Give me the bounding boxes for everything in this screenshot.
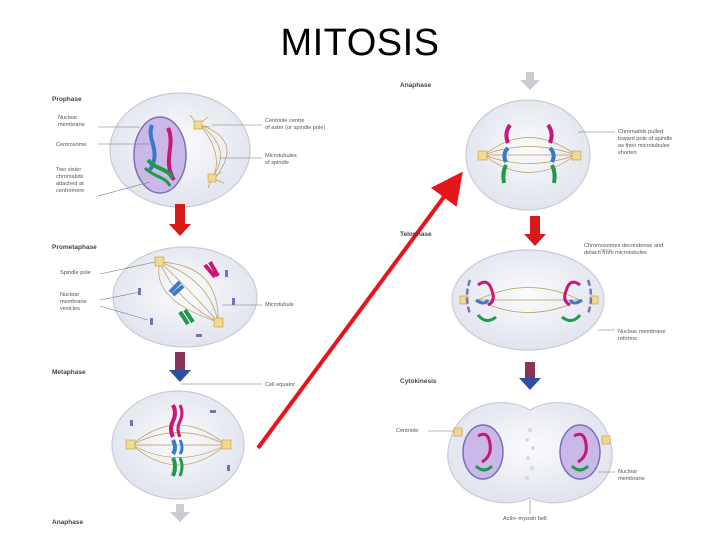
label-microtubule: Microtubule bbox=[265, 302, 294, 308]
stage-arrow-down-icon bbox=[519, 362, 541, 390]
stage-arrow-down-icon bbox=[524, 216, 546, 246]
page-title: MITOSIS bbox=[280, 22, 440, 64]
stage-arrow-down-icon bbox=[169, 352, 191, 382]
stage-label-anaphase-bottom: Anaphase bbox=[52, 519, 83, 526]
metaphase-cell bbox=[111, 383, 262, 500]
prometaphase-cell bbox=[99, 246, 262, 348]
cytokinesis-cells bbox=[428, 401, 615, 514]
stage-label-telophase: Telophase bbox=[400, 231, 432, 238]
stage-arrow-down-icon bbox=[169, 204, 191, 236]
label-actin-myosin-belt: Actin–myosin belt bbox=[503, 516, 547, 522]
prophase-cell bbox=[97, 92, 262, 208]
label-centrosome: Centrosome bbox=[56, 142, 86, 148]
faded-arrow-icon bbox=[170, 504, 190, 522]
stage-label-cytokinesis: Cytokinesis bbox=[400, 378, 437, 385]
label-centriole: Centriole bbox=[396, 428, 418, 434]
label-spindle-pole: Spindle pole bbox=[60, 270, 91, 276]
flow-arrow-icon bbox=[256, 171, 463, 450]
nucleus bbox=[133, 116, 187, 194]
stage-label-prometaphase: Prometaphase bbox=[52, 244, 97, 251]
stage-label-metaphase: Metaphase bbox=[52, 369, 86, 376]
anaphase-cell bbox=[465, 99, 615, 211]
stage-label-anaphase: Anaphase bbox=[400, 82, 431, 89]
stage-label-prophase: Prophase bbox=[52, 96, 82, 103]
label-cell-equator: Cell equator bbox=[265, 382, 295, 388]
faded-arrow-icon bbox=[520, 72, 540, 90]
telophase-cell bbox=[451, 249, 615, 351]
